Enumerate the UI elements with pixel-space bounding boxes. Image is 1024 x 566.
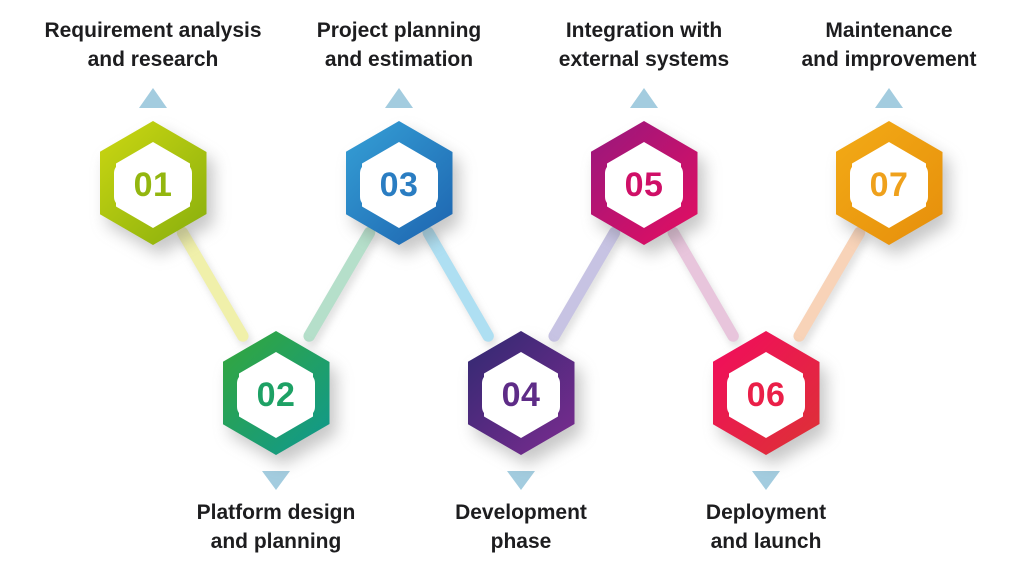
hexagon-07: 07 (835, 121, 943, 245)
hexagon-02: 02 (222, 331, 330, 455)
step-03-label: Project planning and estimation (317, 16, 482, 74)
hexagon-04: 04 (467, 331, 575, 455)
step-03-label-line1: Project planning (316, 19, 482, 42)
arrow-up-icon (630, 88, 658, 108)
step-01: Requirement analysis and research 01 (23, 16, 283, 245)
step-01-label: Requirement analysis and research (44, 16, 261, 74)
step-04-label-line2: phase (490, 530, 552, 553)
hexagon-01-number-badge (114, 163, 192, 207)
step-04-number: 04 (501, 376, 541, 414)
step-04-label-line1: Development (455, 501, 587, 524)
step-06-label-line1: Deployment (705, 501, 827, 524)
connector-05-06 (667, 226, 739, 342)
step-06-label: Deployment and launch (706, 498, 826, 556)
step-01-label-line2: and research (87, 48, 219, 71)
step-05-label-line2: external systems (558, 48, 730, 71)
step-04: 04 Development phase (391, 331, 651, 556)
hexagon-03: 03 (345, 121, 453, 245)
step-01-label-line1: Requirement analysis (44, 19, 262, 42)
step-06-number: 06 (746, 376, 786, 414)
arrow-down-icon (752, 471, 780, 490)
arrow-down-icon (262, 471, 290, 490)
connector-03-04 (422, 226, 494, 342)
step-07-label-line2: and improvement (801, 48, 977, 71)
step-02-number: 02 (256, 376, 296, 414)
connector-07-06 (793, 226, 866, 342)
step-03-number: 03 (379, 166, 419, 204)
step-02: 02 Platform design and planning (146, 331, 406, 556)
step-07-number: 07 (869, 166, 909, 204)
arrow-up-icon (875, 88, 903, 108)
step-01-number: 01 (133, 166, 173, 204)
step-03-label-line2: and estimation (324, 48, 474, 71)
connector-01-02 (176, 226, 249, 342)
step-05-label-line1: Integration with (565, 19, 723, 42)
step-06: 06 Deployment and launch (636, 331, 896, 556)
step-05-number: 05 (624, 166, 664, 204)
hexagon-03-number-badge (360, 163, 438, 207)
arrow-up-icon (385, 88, 413, 108)
connector-05-04 (548, 226, 621, 342)
step-05: Integration with external systems 05 (514, 16, 774, 245)
step-02-label-line2: and planning (210, 530, 342, 553)
step-03: Project planning and estimation 03 (269, 16, 529, 245)
hexagon-02-number-badge (237, 373, 315, 417)
hexagon-06: 06 (712, 331, 820, 455)
step-04-label: Development phase (455, 498, 587, 556)
connector-03-02 (303, 226, 376, 342)
step-02-label: Platform design and planning (197, 498, 356, 556)
arrow-up-icon (139, 88, 167, 108)
step-07-label: Maintenance and improvement (801, 16, 976, 74)
step-07: Maintenance and improvement 07 (759, 16, 1019, 245)
hexagon-05: 05 (590, 121, 698, 245)
step-02-label-line1: Platform design (196, 501, 356, 524)
step-05-label: Integration with external systems (559, 16, 729, 74)
hexagon-06-number-badge (727, 373, 805, 417)
hexagon-07-number-badge (850, 163, 928, 207)
step-07-label-line1: Maintenance (825, 19, 953, 42)
arrow-down-icon (507, 471, 535, 490)
hexagon-04-number-badge (482, 373, 560, 417)
step-06-label-line2: and launch (710, 530, 822, 553)
hexagon-01: 01 (99, 121, 207, 245)
hexagon-05-number-badge (605, 163, 683, 207)
